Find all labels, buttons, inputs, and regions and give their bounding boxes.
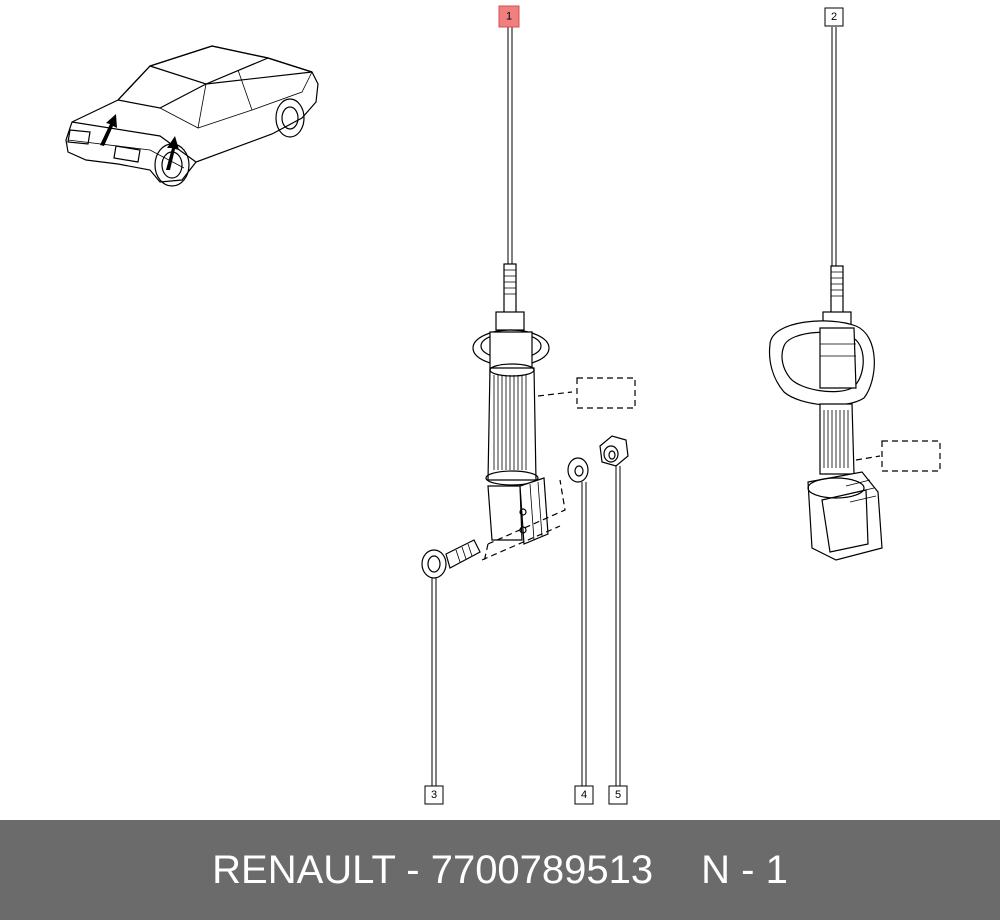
- leader-lines: [431, 27, 837, 786]
- bolt-3: [421, 539, 481, 579]
- shock-absorber-1: [472, 263, 636, 563]
- parts-diagram: 1 2 3 4 5: [65, 5, 941, 805]
- footer-position: N - 1: [701, 847, 788, 892]
- car-illustration: [65, 45, 319, 187]
- footer-part-number: RENAULT - 7700789513: [212, 847, 654, 892]
- callout-2[interactable]: 2: [824, 7, 844, 27]
- washer-4: [567, 457, 589, 483]
- callout-3-label: 3: [431, 789, 437, 801]
- shock-absorber-2: [768, 265, 941, 561]
- callout-1[interactable]: 1: [498, 5, 520, 28]
- callout-2-label: 2: [831, 11, 837, 23]
- callout-4[interactable]: 4: [574, 785, 594, 805]
- footer-bar: RENAULT - 7700789513 N - 1: [0, 820, 1000, 920]
- nut-5: [599, 435, 629, 467]
- callout-4-label: 4: [581, 789, 587, 801]
- callout-3[interactable]: 3: [424, 785, 444, 805]
- callout-5[interactable]: 5: [608, 785, 628, 805]
- callout-1-label: 1: [506, 11, 512, 23]
- callout-5-label: 5: [615, 789, 621, 801]
